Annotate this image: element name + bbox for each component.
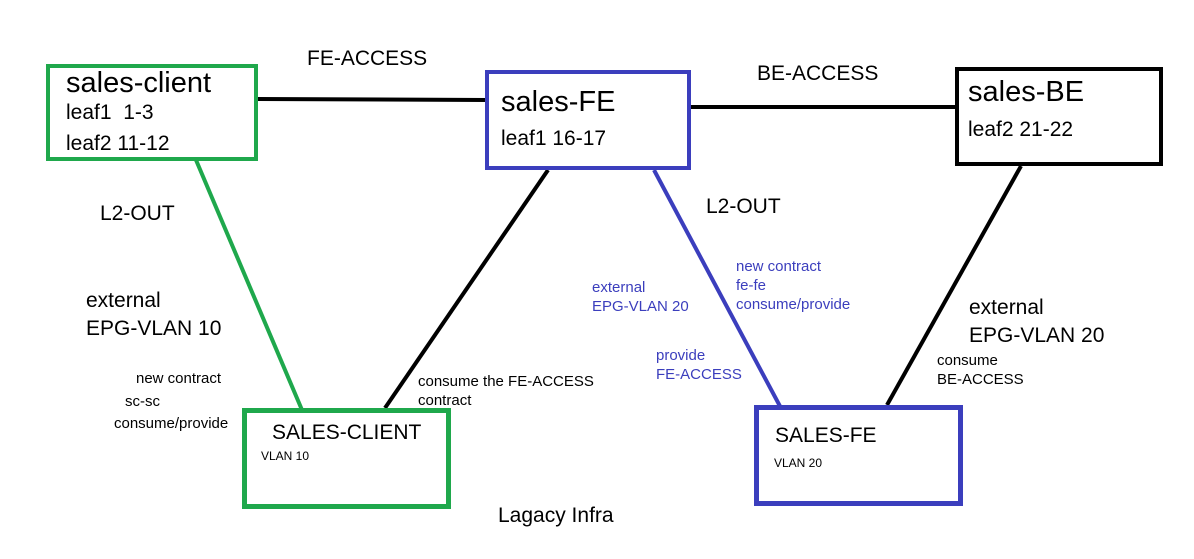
- be-access-label: BE-ACCESS: [757, 62, 879, 85]
- external-epg-right-line2: EPG-VLAN 20: [969, 324, 1105, 347]
- sales-fe-node: [485, 70, 691, 170]
- sales-client-leaf1: leaf1 1-3: [66, 101, 154, 124]
- legacy-sales-client-vlan: VLAN 10: [261, 449, 310, 463]
- consume-be-access-line2: BE-ACCESS: [937, 371, 1024, 388]
- sales-client-leaf2: leaf2 11-12: [66, 132, 170, 155]
- l2out-left-label: L2-OUT: [100, 202, 175, 225]
- new-contract-right-line3: consume/provide: [736, 296, 851, 313]
- external-epg-left-line1: external: [86, 289, 161, 312]
- l2out-left-link: [194, 159, 304, 411]
- sales-be-leaf2: leaf2 21-22: [968, 118, 1074, 141]
- provide-fe-access-line2: FE-ACCESS: [656, 366, 742, 383]
- new-contract-right-line2: fe-fe: [736, 277, 767, 294]
- sales-be-title: sales-BE: [968, 76, 1085, 108]
- consume-be-access-line1: consume: [937, 352, 998, 369]
- new-contract-left-line2: sc-sc: [125, 393, 160, 410]
- external-epg-right-line1: external: [969, 296, 1044, 319]
- sales-fe-leaf1: leaf1 16-17: [501, 127, 607, 150]
- sales-fe-title: sales-FE: [501, 86, 616, 118]
- consume-fe-access-line2: contract: [418, 392, 472, 409]
- external-epg-mid-line1: external: [592, 279, 646, 296]
- new-contract-left-line1: new contract: [136, 370, 222, 387]
- sales-be-node: [955, 67, 1163, 166]
- fe-access-link: [257, 97, 488, 102]
- legacy-sales-fe-vlan: VLAN 20: [774, 456, 823, 470]
- consume-fe-access-line1: consume the FE-ACCESS: [418, 373, 594, 390]
- provide-fe-access-line1: provide: [656, 347, 706, 364]
- external-epg-left-line2: EPG-VLAN 10: [86, 317, 222, 340]
- l2out-right-link: [652, 169, 784, 411]
- fe-to-legacy-client-link: [383, 168, 550, 410]
- new-contract-right-line1: new contract: [736, 258, 822, 275]
- l2out-right-label: L2-OUT: [706, 195, 781, 218]
- new-contract-left-line3: consume/provide: [114, 415, 229, 432]
- sales-client-node: [46, 64, 258, 161]
- legacy-sales-client-node: [242, 408, 451, 509]
- fe-access-label: FE-ACCESS: [307, 47, 428, 70]
- legacy-infra-label: Lagacy Infra: [498, 504, 614, 527]
- legacy-sales-fe-node: [754, 405, 963, 506]
- be-to-legacy-fe-link: [885, 165, 1023, 406]
- legacy-sales-fe-title: SALES-FE: [775, 424, 877, 447]
- sales-client-title: sales-client: [66, 67, 212, 99]
- legacy-sales-client-title: SALES-CLIENT: [272, 421, 422, 444]
- external-epg-mid-line2: EPG-VLAN 20: [592, 298, 689, 315]
